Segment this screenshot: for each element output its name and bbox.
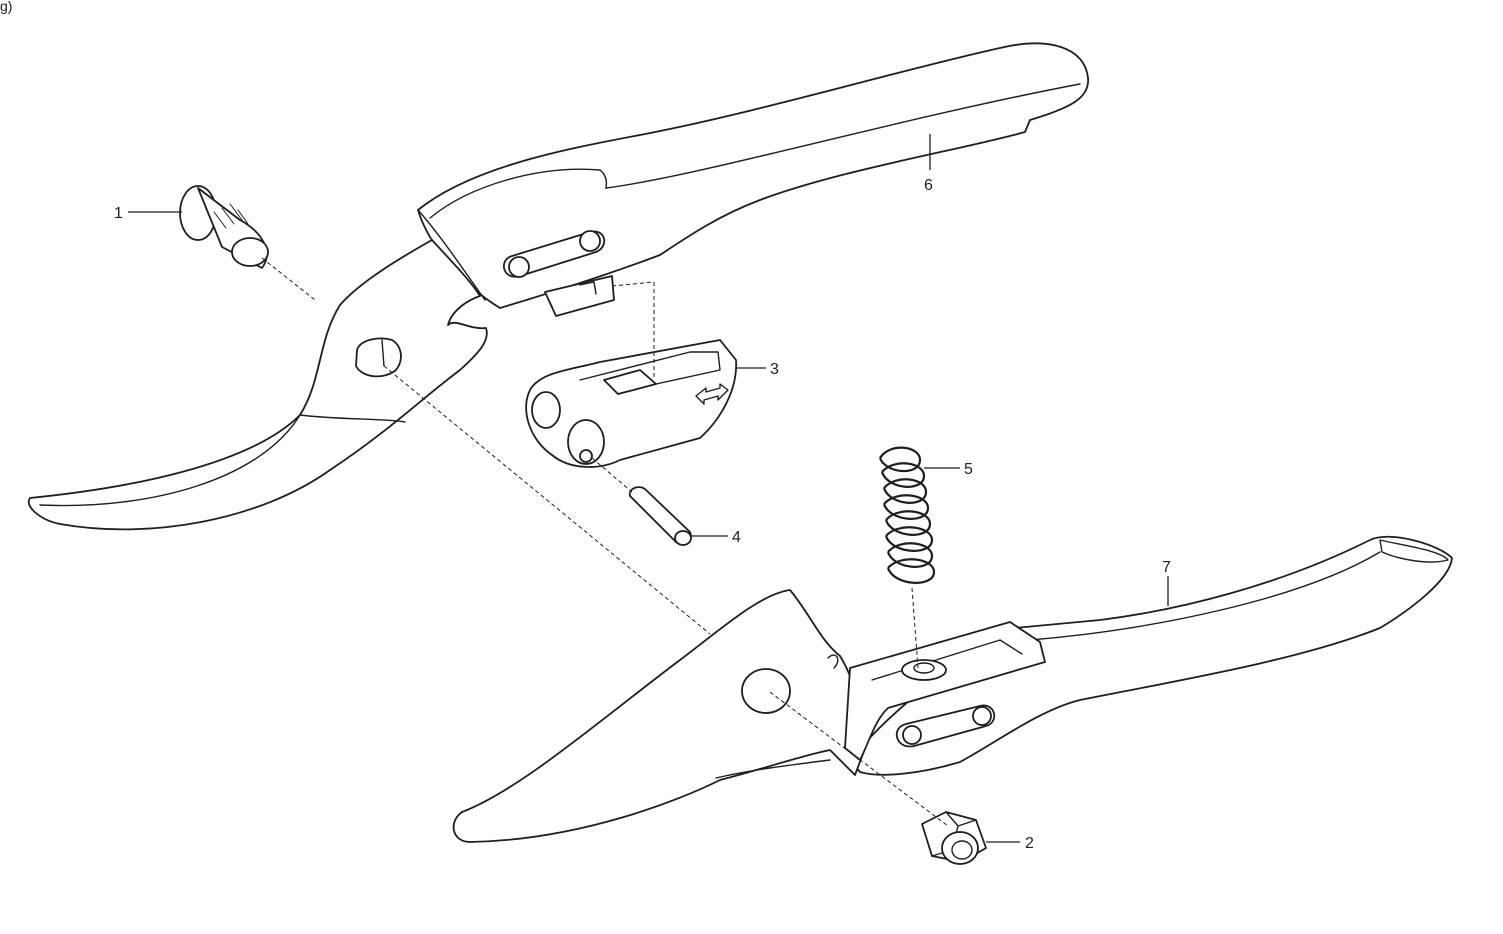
callout-2: 2	[1025, 835, 1034, 852]
lower-blade-pivot-hole	[741, 668, 791, 714]
hex-nut	[921, 811, 987, 865]
spring-seat	[901, 659, 947, 681]
callout-6: 6	[924, 177, 933, 194]
lower-anvil-blade	[452, 589, 871, 843]
lower-handle-anvil	[452, 535, 1453, 843]
upper-blade	[27, 239, 488, 531]
callout-7: 7	[1162, 559, 1171, 576]
upper-handle-blade	[27, 42, 1089, 531]
pin	[628, 486, 692, 546]
callouts: 1 2 3 4 5 6 7	[114, 134, 1171, 852]
callout-1: 1	[114, 205, 123, 222]
assembly-lines	[261, 257, 949, 827]
callout-3: 3	[770, 361, 779, 378]
pivot-bolt	[179, 185, 269, 269]
callout-5: 5	[964, 461, 973, 478]
upper-blade-pivot-hole	[355, 337, 402, 378]
callout-4: 4	[732, 529, 741, 546]
corner-mark: g)	[0, 0, 12, 14]
ratchet-link	[525, 339, 737, 468]
spring	[878, 446, 936, 584]
lower-handle-grip	[849, 535, 1453, 776]
